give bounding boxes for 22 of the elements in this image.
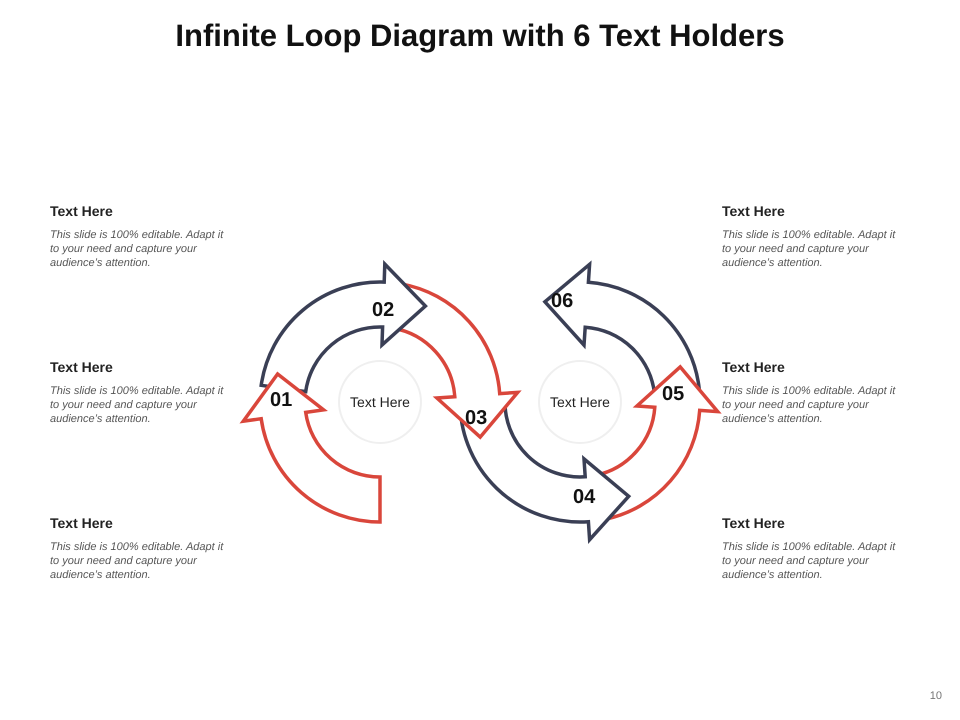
heading: Text Here (722, 203, 785, 219)
description-text: This slide is 100% editable. Adapt it to your need and capture your audience’s attention. (50, 384, 225, 426)
page-number: 10 (930, 690, 942, 702)
title: Infinite Loop Diagram with 6 Text Holders (174, 18, 786, 54)
description-text: This slide is 100% editable. Adapt it to your need and capture your audience’s attention. (50, 228, 225, 270)
heading: Text Here (722, 515, 785, 531)
description-text: This slide is 100% editable. Adapt it to your need and capture your audience’s attention. (722, 228, 897, 270)
step-number: 02 (372, 300, 394, 320)
center-circle: Text Here (538, 360, 622, 444)
step-number: 01 (270, 390, 292, 410)
center-circle: Text Here (338, 360, 422, 444)
step-number: 06 (551, 291, 574, 311)
step-number: 05 (662, 384, 684, 404)
step-number: 04 (573, 487, 596, 507)
description-text: This slide is 100% editable. Adapt it to your need and capture your audience’s attention. (722, 540, 897, 582)
heading: Text Here (50, 359, 113, 375)
description-text: This slide is 100% editable. Adapt it to your need and capture your audience’s attention. (50, 540, 225, 582)
heading: Text Here (50, 203, 113, 219)
step-number: 03 (465, 408, 488, 428)
heading: Text Here (50, 515, 113, 531)
description-text: This slide is 100% editable. Adapt it to your need and capture your audience’s attention. (722, 384, 897, 426)
heading: Text Here (722, 359, 785, 375)
